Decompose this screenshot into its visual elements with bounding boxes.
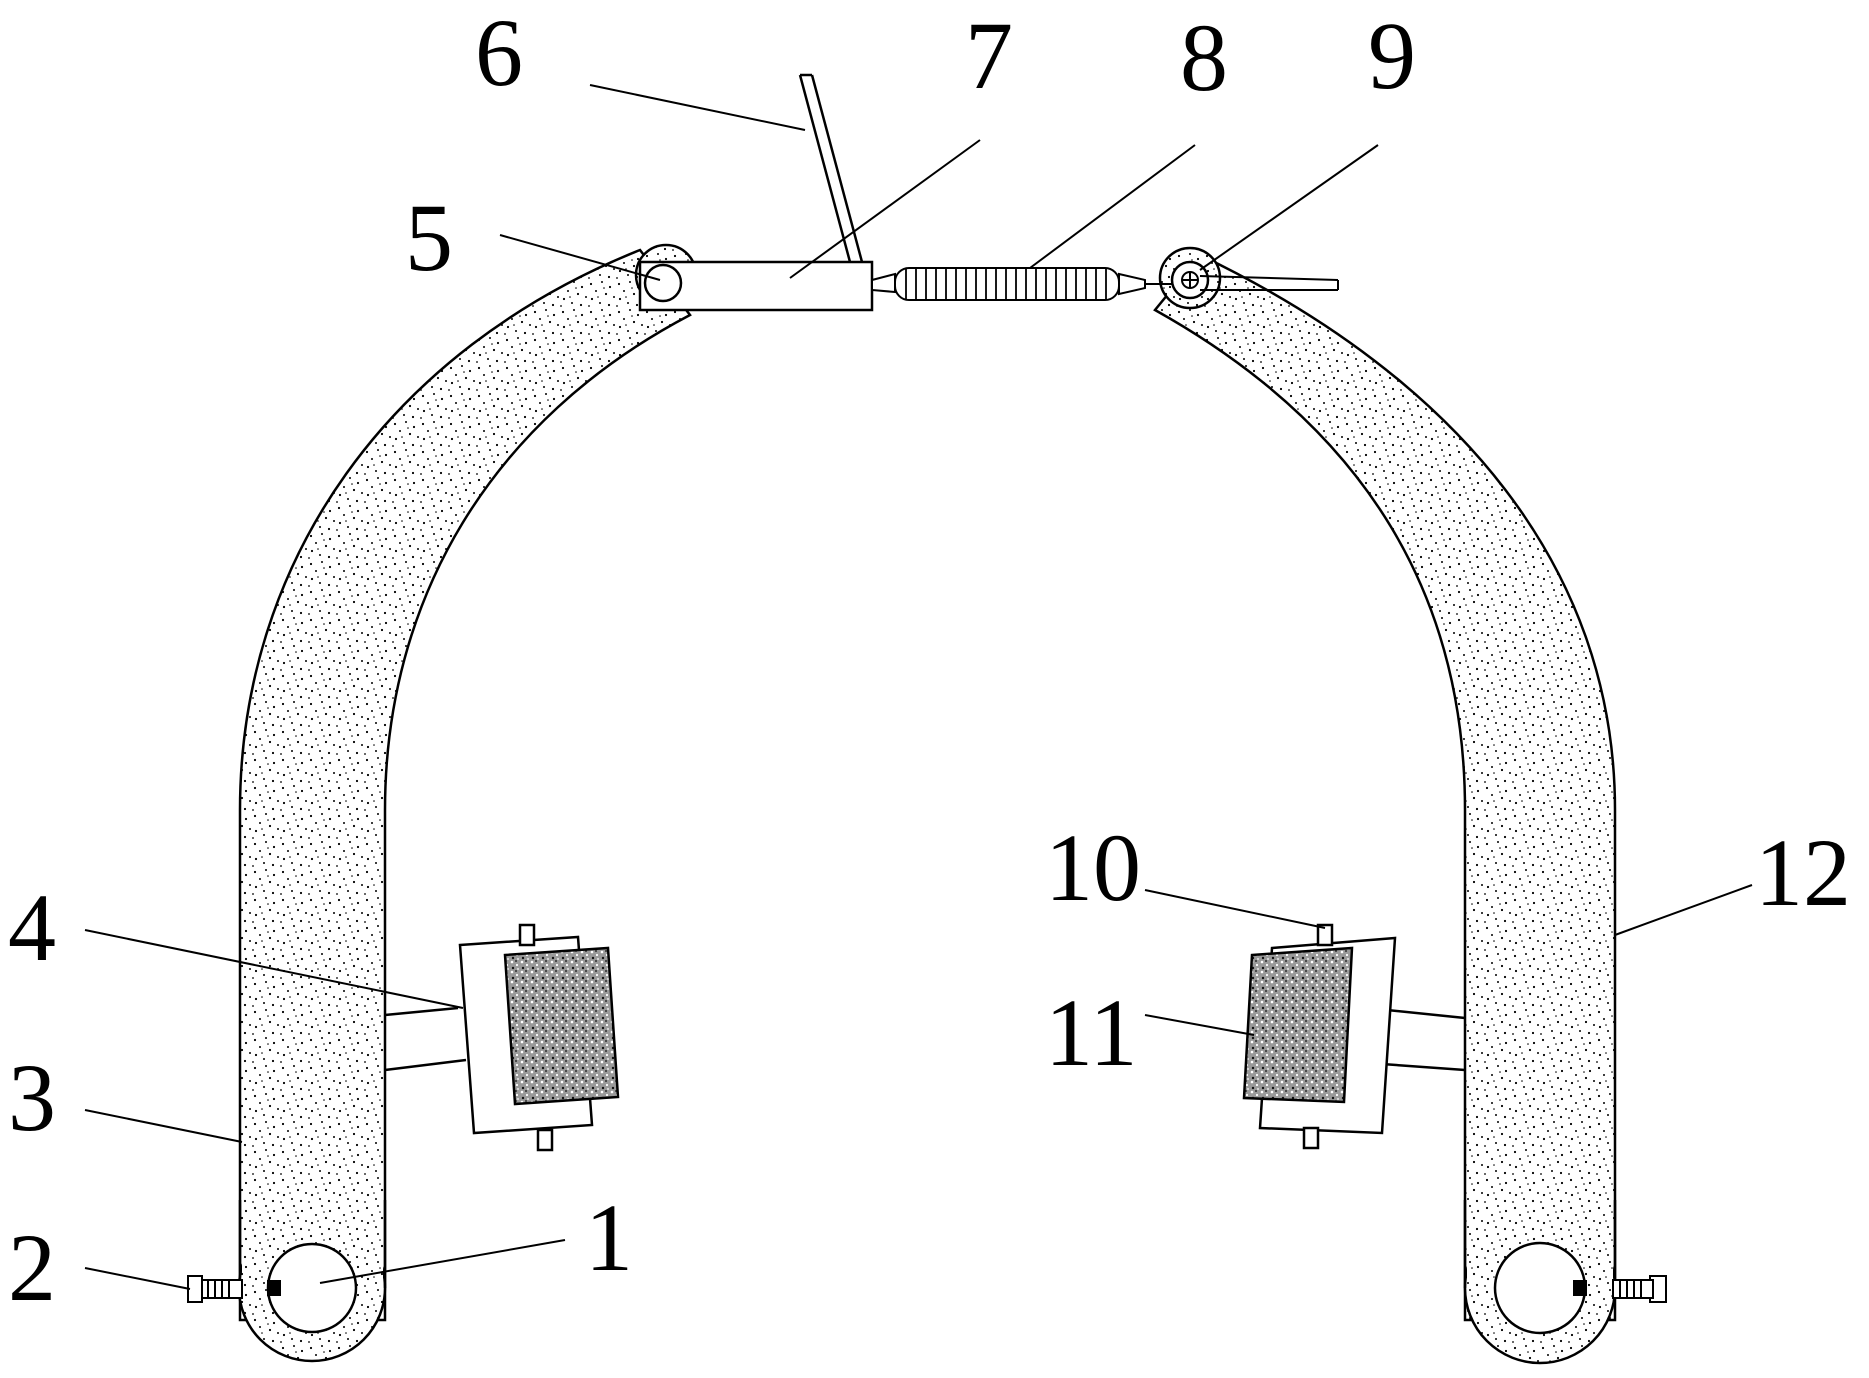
right-arm [1153,253,1617,1322]
leader-lines [84,84,1753,1290]
left-pivot-hole [266,1242,358,1334]
part-label-8: 8 [1180,4,1228,111]
spring-coils [905,268,1107,300]
part-label-10: 10 [1045,814,1141,921]
part-label-7: 7 [965,2,1013,109]
spring [871,267,1172,301]
part-label-9: 9 [1368,2,1416,109]
right-clamp [1242,923,1466,1150]
left-arm [238,248,692,1322]
right-bolt [1573,1275,1667,1303]
part-label-5: 5 [405,184,453,291]
right-pivot-hole [1493,1241,1587,1335]
part-label-12: 12 [1755,819,1851,926]
part-label-2: 2 [8,1214,56,1321]
part-label-11: 11 [1045,979,1138,1086]
part-label-4: 4 [8,874,56,981]
left-bolt [187,1275,281,1303]
lever-rod [798,74,852,263]
part-label-3: 3 [8,1044,56,1151]
part-label-6: 6 [475,0,523,106]
right-rod [1199,275,1339,281]
left-pin [643,263,683,303]
left-clamp [384,923,620,1152]
part-label-1: 1 [585,1184,633,1291]
